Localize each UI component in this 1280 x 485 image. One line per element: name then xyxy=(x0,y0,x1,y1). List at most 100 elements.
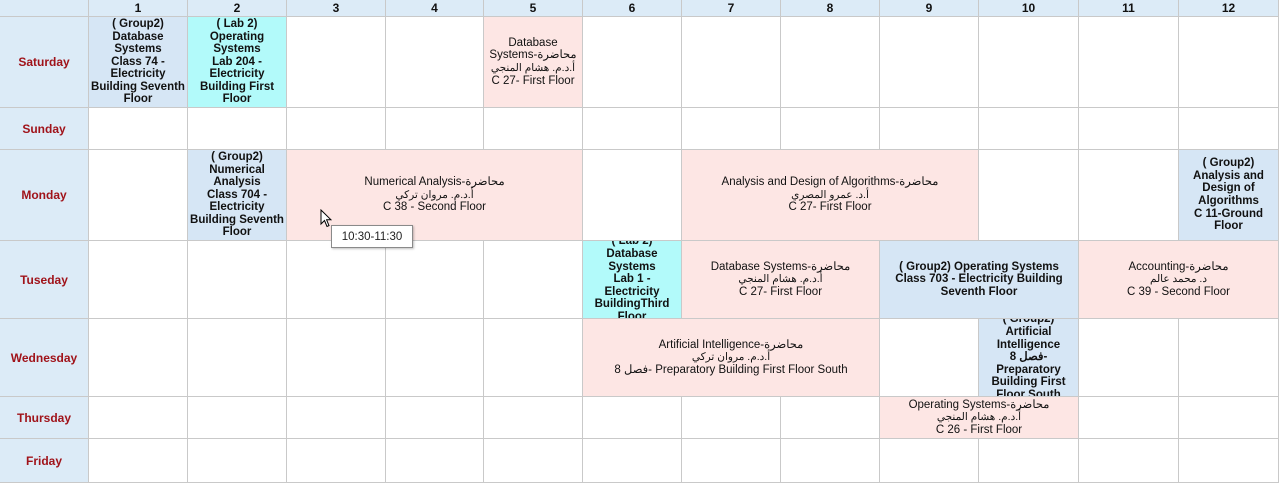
class-block-text: Systems xyxy=(608,260,656,273)
empty-slot[interactable] xyxy=(1179,397,1279,439)
empty-slot[interactable] xyxy=(484,439,583,483)
class-block-text: Accounting-محاضرة xyxy=(1128,260,1229,273)
empty-slot[interactable] xyxy=(484,108,583,150)
empty-slot[interactable] xyxy=(1179,439,1279,483)
empty-slot[interactable] xyxy=(89,150,188,241)
empty-slot[interactable] xyxy=(979,150,1079,241)
column-header-11: 11 xyxy=(1079,0,1179,17)
empty-slot[interactable] xyxy=(880,319,979,397)
empty-slot[interactable] xyxy=(880,17,979,108)
empty-slot[interactable] xyxy=(89,319,188,397)
empty-slot[interactable] xyxy=(89,241,188,319)
empty-slot[interactable] xyxy=(386,17,484,108)
empty-slot[interactable] xyxy=(682,439,781,483)
empty-slot[interactable] xyxy=(484,397,583,439)
class-block-text: Database xyxy=(606,248,658,261)
empty-slot[interactable] xyxy=(89,439,188,483)
empty-slot[interactable] xyxy=(1079,439,1179,483)
day-label-sunday: Sunday xyxy=(0,108,89,150)
empty-slot[interactable] xyxy=(979,439,1079,483)
empty-slot[interactable] xyxy=(89,108,188,150)
empty-slot[interactable] xyxy=(682,17,781,108)
class-block-text: Operating Systems-محاضرة xyxy=(908,398,1050,411)
class-block-text: Building First xyxy=(199,80,275,93)
day-label-saturday: Saturday xyxy=(0,17,89,108)
empty-slot[interactable] xyxy=(583,17,682,108)
class-block-text: ( Group2) Operating Systems xyxy=(899,260,1059,273)
empty-slot[interactable] xyxy=(682,397,781,439)
empty-slot[interactable] xyxy=(1179,319,1279,397)
empty-slot[interactable] xyxy=(287,108,386,150)
class-block[interactable]: Analysis and Design of Algorithms-محاضرة… xyxy=(682,150,979,241)
empty-slot[interactable] xyxy=(1079,397,1179,439)
empty-slot[interactable] xyxy=(979,108,1079,150)
empty-slot[interactable] xyxy=(1079,17,1179,108)
header-corner xyxy=(0,0,89,17)
empty-slot[interactable] xyxy=(188,439,287,483)
empty-slot[interactable] xyxy=(1079,108,1179,150)
empty-slot[interactable] xyxy=(188,241,287,319)
class-block-text: Intelligence xyxy=(996,338,1061,351)
empty-slot[interactable] xyxy=(386,397,484,439)
class-block-text: Floor xyxy=(617,310,647,319)
empty-slot[interactable] xyxy=(979,17,1079,108)
empty-slot[interactable] xyxy=(682,108,781,150)
class-block-text: ( Group2) xyxy=(1202,157,1255,170)
empty-slot[interactable] xyxy=(188,319,287,397)
empty-slot[interactable] xyxy=(386,439,484,483)
empty-slot[interactable] xyxy=(583,397,682,439)
class-block-text: Systems xyxy=(213,43,261,56)
class-block-text: C 27- First Floor xyxy=(491,74,575,87)
class-block-text: Numerical Analysis-محاضرة xyxy=(364,176,505,189)
empty-slot[interactable] xyxy=(781,108,880,150)
empty-slot[interactable] xyxy=(386,241,484,319)
empty-slot[interactable] xyxy=(287,439,386,483)
empty-slot[interactable] xyxy=(484,319,583,397)
class-block-text: فصل 8- Preparatory Building First Floor … xyxy=(614,363,848,376)
empty-slot[interactable] xyxy=(1179,108,1279,150)
empty-slot[interactable] xyxy=(583,439,682,483)
mouse-cursor-icon xyxy=(320,209,332,228)
empty-slot[interactable] xyxy=(583,108,682,150)
class-block-text: Operating xyxy=(209,30,265,43)
empty-slot[interactable] xyxy=(287,241,386,319)
empty-slot[interactable] xyxy=(287,319,386,397)
empty-slot[interactable] xyxy=(188,397,287,439)
empty-slot[interactable] xyxy=(583,150,682,241)
empty-slot[interactable] xyxy=(386,319,484,397)
class-block-text: C 27- First Floor xyxy=(788,201,872,214)
empty-slot[interactable] xyxy=(386,108,484,150)
empty-slot[interactable] xyxy=(1079,150,1179,241)
empty-slot[interactable] xyxy=(287,17,386,108)
class-block-text: Analysis and Design of Algorithms-محاضرة xyxy=(721,176,939,189)
column-header-7: 7 xyxy=(682,0,781,17)
empty-slot[interactable] xyxy=(880,108,979,150)
empty-slot[interactable] xyxy=(1079,319,1179,397)
class-block-text: Building Seventh xyxy=(91,80,185,93)
empty-slot[interactable] xyxy=(1179,17,1279,108)
empty-slot[interactable] xyxy=(484,241,583,319)
day-label-tuseday: Tuseday xyxy=(0,241,89,319)
empty-slot[interactable] xyxy=(781,17,880,108)
class-block-text: أ.د.م. هشام المنجي xyxy=(936,411,1022,424)
class-block-text: د. محمد عالم xyxy=(1149,273,1208,286)
empty-slot[interactable] xyxy=(781,397,880,439)
empty-slot[interactable] xyxy=(880,439,979,483)
empty-slot[interactable] xyxy=(89,397,188,439)
empty-slot[interactable] xyxy=(781,439,880,483)
empty-slot[interactable] xyxy=(188,108,287,150)
empty-slot[interactable] xyxy=(287,397,386,439)
class-block-text: Systems xyxy=(114,43,162,56)
